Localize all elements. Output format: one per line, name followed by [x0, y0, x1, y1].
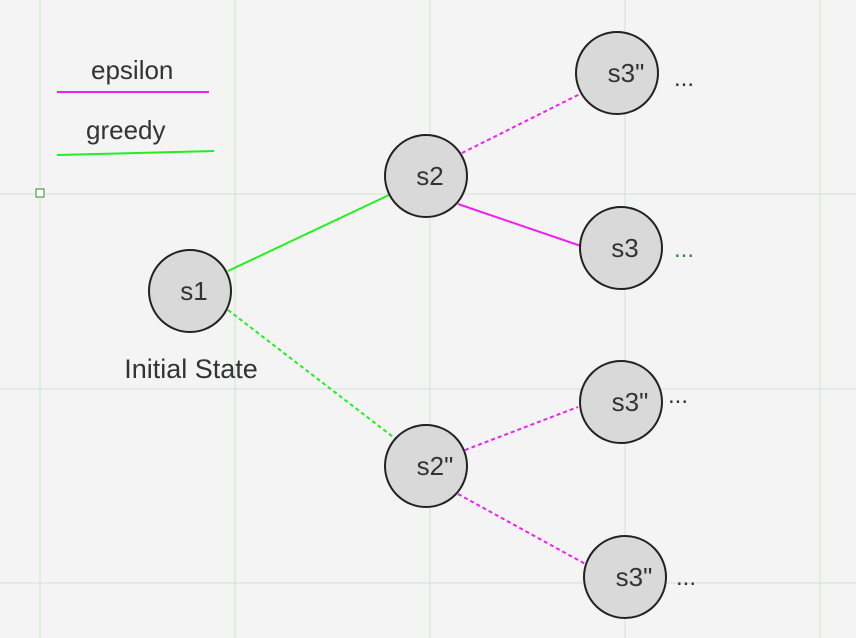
node-s2-circle[interactable]: [384, 134, 468, 218]
ellipsis-c: ...: [668, 382, 688, 409]
edge-s1-s2-greedy[interactable]: [227, 194, 390, 272]
node-s1-circle[interactable]: [148, 249, 232, 333]
node-s3-c-circle[interactable]: [579, 360, 663, 444]
legend-greedy-line: [56, 150, 215, 156]
initial-state-caption: Initial State: [124, 354, 258, 384]
node-s1-label: s1: [180, 276, 207, 306]
node-s2-alt[interactable]: s2": [384, 424, 468, 508]
node-s2-alt-circle[interactable]: [384, 424, 468, 508]
node-s3-d[interactable]: s3": [583, 535, 667, 619]
node-s3-a-label: s3": [608, 58, 645, 88]
edges: [227, 93, 590, 567]
node-s3-b-circle[interactable]: [579, 206, 663, 290]
edge-s2alt-s3c-epsilon[interactable]: [464, 406, 579, 451]
node-s3-b[interactable]: s3: [579, 206, 663, 290]
ellipsis-a: ...: [674, 65, 694, 92]
node-s3-d-circle[interactable]: [583, 535, 667, 619]
node-s3-b-label: s3: [611, 233, 638, 263]
node-s2-label: s2: [416, 161, 443, 191]
node-s2[interactable]: s2: [384, 134, 468, 218]
ellipsis-d: ...: [676, 564, 696, 591]
node-s3-a-circle[interactable]: [575, 31, 659, 115]
legend-epsilon-label: epsilon: [91, 55, 173, 85]
ellipsis-b: ...: [674, 236, 694, 263]
edge-s2alt-s3d-epsilon[interactable]: [457, 493, 590, 567]
node-s3-c-label: s3": [612, 387, 649, 417]
node-s3-a[interactable]: s3": [575, 31, 659, 115]
edge-s1-s2alt-greedy[interactable]: [227, 309, 398, 441]
edge-s2-s3a-epsilon[interactable]: [461, 93, 581, 154]
legend: epsilon greedy: [56, 55, 215, 156]
edge-s2-s3b-epsilon[interactable]: [457, 203, 582, 247]
node-s2-alt-label: s2": [417, 451, 454, 481]
node-s1[interactable]: s1: [148, 249, 232, 333]
node-s3-d-label: s3": [616, 562, 653, 592]
legend-greedy-label: greedy: [86, 115, 166, 145]
node-s3-c[interactable]: s3": [579, 360, 663, 444]
selection-handle[interactable]: [35, 188, 45, 198]
